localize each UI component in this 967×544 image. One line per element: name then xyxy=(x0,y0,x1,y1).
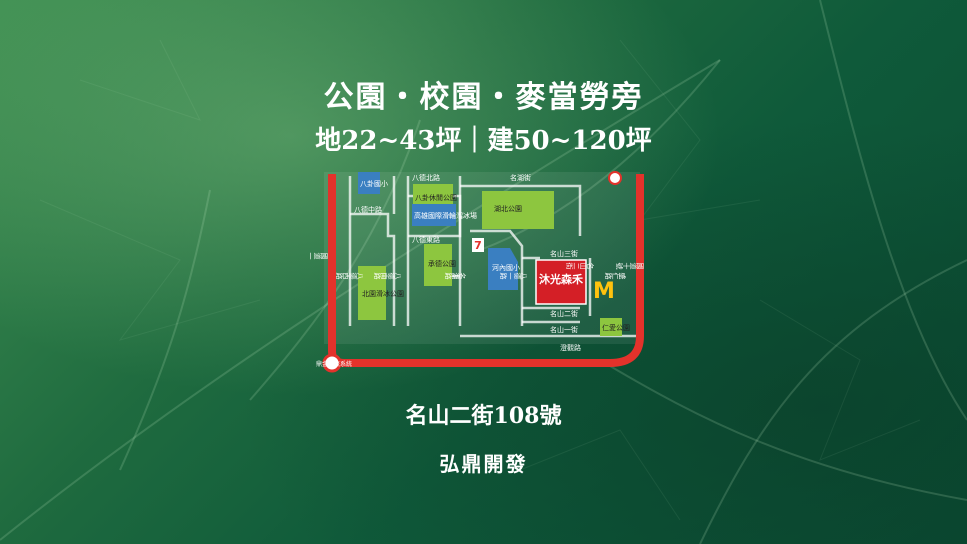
renhe-park xyxy=(600,318,622,336)
label-badeng-south: 八德南路 xyxy=(373,272,402,280)
chengde-park xyxy=(424,244,452,286)
label-mingshan-2nd: 名山二街 xyxy=(550,309,578,318)
streets xyxy=(348,176,640,338)
label-badeng-east: 八德東路 xyxy=(412,235,440,244)
kaohsiung-arena xyxy=(412,204,456,226)
label-bagua-elementary: 八卦國小 xyxy=(360,179,388,188)
bagua-elementary xyxy=(358,172,380,194)
label-kaohsiung-arena: 高雄國際滑輪溜冰場 xyxy=(414,211,477,220)
interchange-icon xyxy=(322,353,342,373)
label-badeng-1st: 八德一路 xyxy=(499,272,528,280)
label-mingshan-2nd-vertical: 名山二街 xyxy=(565,262,595,270)
label-chengqing: 澄觀路 xyxy=(560,343,581,352)
label-hanei-elementary: 河內國小 xyxy=(492,263,520,272)
project-name: 沐光森禾 xyxy=(539,272,584,286)
label-guodao-10: 國道十號 xyxy=(615,262,644,270)
project-block xyxy=(535,259,587,305)
headline-title: 公園・校園・麥當勞旁 xyxy=(323,80,644,115)
address-text: 名山二街108號 xyxy=(405,403,562,429)
mcdonalds-icon: M xyxy=(593,279,615,304)
label-chengde-park: 承德公園 xyxy=(428,259,456,268)
highway-marker-icon xyxy=(608,171,622,185)
hubei-park xyxy=(482,191,554,229)
label-beiyuan-park: 北園滑冰公園 xyxy=(362,289,404,298)
label-guodao-1: 國道一號 xyxy=(310,252,328,260)
label-mingshan-road: 名湖路 xyxy=(444,272,467,280)
hanei-elementary xyxy=(488,248,518,290)
headline-subtitle: 地22~43坪｜建50~120坪 xyxy=(315,126,652,156)
label-cheng-ren: 盛仁路 xyxy=(604,272,627,280)
label-renhe-park: 仁愛公園 xyxy=(602,323,630,332)
label-badeng-west: 八德西路 xyxy=(335,272,364,280)
location-map: 沐光森禾 7 M 八德北路 名湖街 八德中路 八德東路 名山三街 名山二街 名山… xyxy=(310,171,644,373)
developer-text: 弘鼎開發 xyxy=(439,452,528,476)
label-mingshan-1st: 名山一街 xyxy=(550,325,578,334)
label-interchange: 鼎金交流系統 xyxy=(316,360,352,368)
label-mingshan-st: 名湖街 xyxy=(510,173,531,182)
label-mingshan-3rd: 名山三街 xyxy=(550,249,578,258)
label-badeng-middle: 八德中路 xyxy=(354,205,382,214)
seven-eleven-label: 7 xyxy=(474,239,482,252)
beiyuan-park xyxy=(358,266,386,320)
label-badeng-north: 八德北路 xyxy=(412,173,440,182)
label-bagua-park: 八卦休閒公園 xyxy=(415,193,457,202)
label-hubei-park: 湖北公園 xyxy=(494,204,522,213)
seven-eleven-icon xyxy=(472,238,484,252)
